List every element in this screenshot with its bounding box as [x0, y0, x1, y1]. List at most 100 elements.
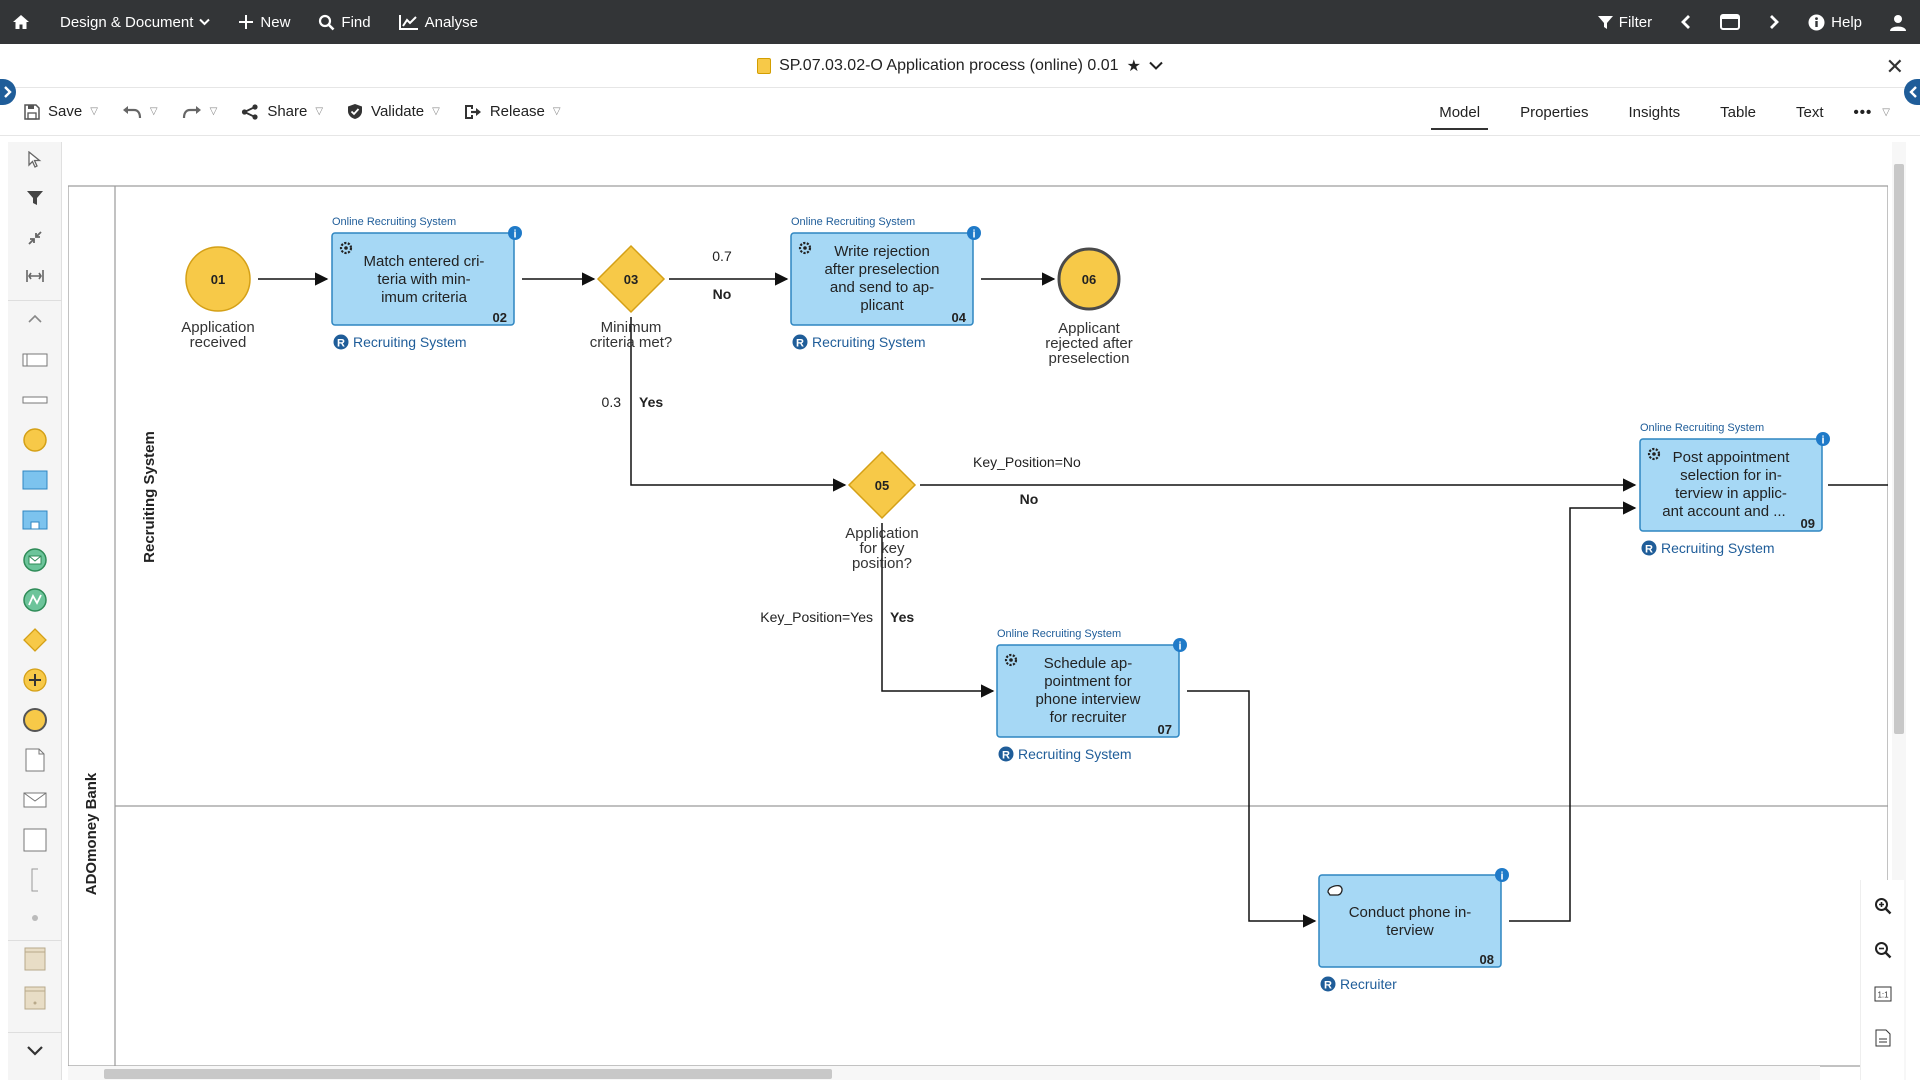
parallel-gateway-shape[interactable]	[8, 662, 62, 698]
shield-check-icon	[347, 103, 363, 120]
group-shape[interactable]	[8, 822, 62, 858]
subprocess-shape[interactable]	[8, 502, 62, 538]
task-02[interactable]: Online Recruiting System i Match entered…	[332, 216, 522, 350]
annotation-shape[interactable]	[8, 862, 62, 898]
gateway-id: 05	[875, 478, 889, 493]
task-07[interactable]: Online Recruiting System i Schedule ap- …	[997, 628, 1187, 762]
task-system-label: Online Recruiting System	[997, 628, 1121, 640]
more-options-icon[interactable]: •••	[1844, 88, 1883, 136]
note-alt-shape[interactable]	[8, 980, 62, 1016]
signal-event-shape[interactable]	[8, 582, 62, 618]
lane-shape[interactable]	[8, 382, 62, 418]
chevron-down-icon[interactable]: ▽	[210, 106, 218, 117]
save-icon	[24, 104, 40, 120]
horizontal-scroll-thumb[interactable]	[104, 1069, 832, 1079]
horizontal-scrollbar[interactable]	[68, 1066, 1820, 1080]
gateway-05[interactable]: 05 Application for key position?	[845, 452, 918, 572]
flow-label-yes: Yes	[890, 609, 914, 625]
chevron-down-icon[interactable]: ▽	[553, 106, 561, 117]
message-event-shape[interactable]	[8, 542, 62, 578]
event-circle-icon	[22, 427, 48, 453]
chevron-down-icon	[199, 18, 210, 26]
end-event-icon	[22, 707, 48, 733]
chevron-down-icon[interactable]: ▽	[315, 106, 323, 117]
point-shape[interactable]	[8, 900, 62, 936]
lane-recruiting-system[interactable]: Recruiting System	[141, 431, 158, 563]
task-role-label[interactable]: Recruiting System	[353, 334, 467, 350]
chevron-up-icon	[27, 314, 43, 324]
tab-model[interactable]: Model	[1419, 88, 1500, 136]
back-button[interactable]	[1666, 0, 1706, 44]
palette-scroll-down[interactable]	[8, 1032, 62, 1068]
signal-event-icon	[22, 587, 48, 613]
zoom-out-button[interactable]	[1861, 928, 1905, 972]
filter-button[interactable]: Filter	[1584, 0, 1666, 44]
design-document-menu[interactable]: Design & Document	[46, 0, 224, 44]
select-pointer-tool[interactable]	[8, 142, 62, 178]
save-button[interactable]: Save ▽	[0, 88, 110, 136]
start-event-shape[interactable]	[8, 422, 62, 458]
task-08[interactable]: i Conduct phone in- terview 08 R Recruit…	[1319, 868, 1509, 992]
model-canvas[interactable]: ADOmoney Bank Recruiting System 0.7 No 0…	[68, 142, 1888, 1072]
task-role-label[interactable]: Recruiter	[1340, 976, 1397, 992]
favorite-star-icon[interactable]: ★	[1127, 56, 1141, 76]
chevron-down-icon[interactable]	[1149, 61, 1163, 70]
redo-button[interactable]: ▽	[170, 88, 230, 136]
zoom-in-button[interactable]	[1861, 884, 1905, 928]
task-role-label[interactable]: Recruiting System	[1018, 746, 1132, 762]
pool-shape[interactable]	[8, 342, 62, 378]
gateway-shape[interactable]	[8, 622, 62, 658]
actual-size-button[interactable]: 1:1	[1861, 972, 1905, 1016]
task-text-line: Conduct phone in-	[1349, 904, 1472, 921]
tab-insights[interactable]: Insights	[1608, 88, 1700, 136]
flow-condition-key-no: Key_Position=No	[973, 454, 1081, 470]
tab-text[interactable]: Text	[1776, 88, 1844, 136]
event-06[interactable]: 06 Applicant rejected after preselection	[1045, 249, 1133, 367]
task-shape[interactable]	[8, 462, 62, 498]
collapse-tool[interactable]	[8, 220, 62, 256]
fit-page-button[interactable]	[1861, 1016, 1905, 1060]
user-button[interactable]	[1876, 0, 1920, 44]
window-button[interactable]	[1706, 0, 1754, 44]
event-01[interactable]: 01 Application received	[181, 247, 254, 351]
share-button[interactable]: Share ▽	[229, 88, 335, 136]
note-shape[interactable]	[8, 940, 62, 976]
envelope-icon	[23, 792, 47, 808]
task-09[interactable]: Online Recruiting System i Post appointm…	[1640, 422, 1830, 556]
forward-button[interactable]	[1754, 0, 1794, 44]
validate-label: Validate	[371, 103, 424, 120]
chevron-down-icon[interactable]: ▽	[90, 106, 98, 117]
tab-properties[interactable]: Properties	[1500, 88, 1608, 136]
undo-button[interactable]: ▽	[110, 88, 170, 136]
gateway-03[interactable]: 03 Minimum criteria met?	[590, 246, 673, 351]
task-role-label[interactable]: Recruiting System	[812, 334, 926, 350]
chevron-down-icon[interactable]: ▽	[150, 106, 158, 117]
home-icon	[12, 14, 30, 30]
home-button[interactable]	[0, 0, 46, 44]
chevron-down-icon[interactable]: ▽	[432, 106, 440, 117]
analyse-button[interactable]: Analyse	[385, 0, 492, 44]
chevron-down-icon[interactable]: ▽	[1882, 107, 1890, 118]
release-button[interactable]: Release ▽	[452, 88, 573, 136]
task-04[interactable]: Online Recruiting System i Write rejecti…	[791, 216, 981, 350]
new-button[interactable]: New	[224, 0, 304, 44]
palette-scroll-up[interactable]	[8, 300, 62, 336]
tab-table[interactable]: Table	[1700, 88, 1776, 136]
vertical-scroll-thumb[interactable]	[1894, 164, 1904, 734]
fit-width-tool[interactable]	[8, 258, 62, 294]
validate-button[interactable]: Validate ▽	[335, 88, 452, 136]
subprocess-icon	[22, 510, 48, 530]
release-label: Release	[490, 103, 545, 120]
event-id: 01	[211, 272, 225, 287]
find-button[interactable]: Find	[304, 0, 384, 44]
message-shape[interactable]	[8, 782, 62, 818]
zoom-in-icon	[1874, 897, 1892, 915]
end-event-shape[interactable]	[8, 702, 62, 738]
filter-tool[interactable]	[8, 180, 62, 216]
task-role-label[interactable]: Recruiting System	[1661, 540, 1775, 556]
help-button[interactable]: Help	[1794, 0, 1876, 44]
flow-08-09[interactable]	[1509, 508, 1635, 921]
document-shape[interactable]	[8, 742, 62, 778]
task-id: 09	[1801, 516, 1815, 531]
close-icon[interactable]: ✕	[1886, 54, 1904, 80]
